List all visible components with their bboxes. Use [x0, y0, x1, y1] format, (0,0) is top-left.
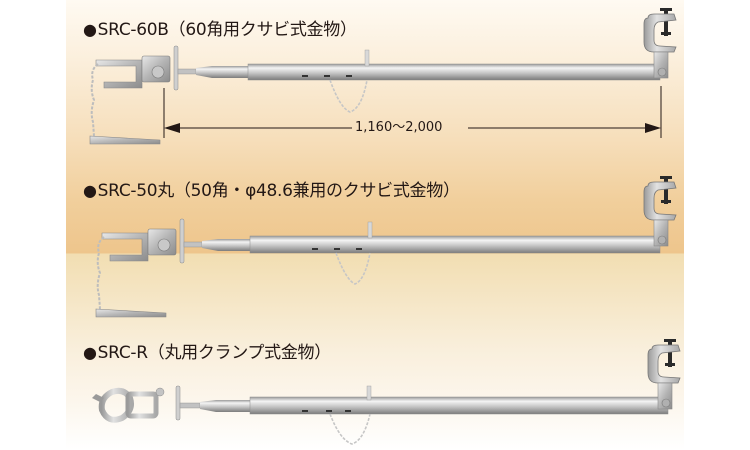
- product-title-src-60b: ●SRC-60B（60角用クサビ式金物）: [83, 20, 357, 40]
- prop-src-50maru: [95, 175, 677, 318]
- prop-src-r: [92, 338, 681, 445]
- product-title-src-r: ●SRC-R（丸用クランプ式金物）: [83, 343, 331, 363]
- title-text: SRC-50丸（50角・φ48.6兼用のクサビ式金物）: [97, 181, 460, 201]
- bullet-icon: ●: [83, 343, 97, 362]
- bullet-icon: ●: [83, 181, 97, 200]
- wedge-bracket-icon: [95, 218, 185, 318]
- round-clamp-icon: [92, 385, 181, 423]
- c-clamp-icon: [643, 175, 677, 247]
- title-text: SRC-R（丸用クランプ式金物）: [97, 343, 332, 363]
- wedge-bracket-icon: [89, 45, 179, 145]
- arrow-left-icon: [164, 123, 180, 133]
- dimension-line: [163, 86, 662, 138]
- prop-src-60b: [89, 7, 677, 145]
- product-title-src-50maru: ●SRC-50丸（50角・φ48.6兼用のクサビ式金物）: [83, 181, 460, 201]
- dimension-label: 1,160～2,000: [355, 120, 443, 135]
- bullet-icon: ●: [83, 20, 97, 39]
- title-text: SRC-60B（60角用クサビ式金物）: [97, 20, 357, 40]
- arrow-right-icon: [645, 123, 661, 133]
